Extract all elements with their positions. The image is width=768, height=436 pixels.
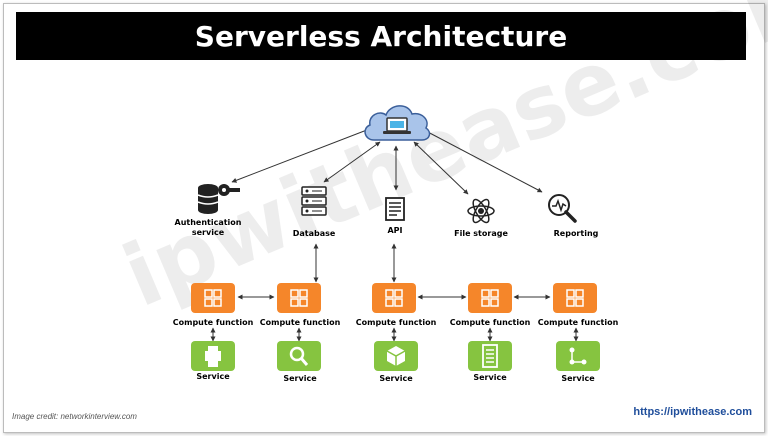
resource-label-authentication: Authentication service <box>174 218 242 237</box>
service-label-2: Service <box>283 374 317 383</box>
site-link[interactable]: https://ipwithease.com <box>633 406 752 418</box>
magnifier-chart-icon <box>548 194 577 223</box>
link-cloud-reporting <box>423 129 543 193</box>
grid-icon <box>566 289 584 307</box>
compute-function-4 <box>468 283 512 313</box>
grid-icon <box>204 289 222 307</box>
atom-icon <box>467 198 495 224</box>
compute-function-2 <box>277 283 321 313</box>
service-label-1: Service <box>196 372 230 381</box>
compute-function-label-5: Compute function <box>537 318 619 327</box>
flow-icon <box>569 347 587 365</box>
service-3 <box>374 341 418 371</box>
compute-function-label-4: Compute function <box>449 318 531 327</box>
link-cloud-auth <box>231 127 373 183</box>
compute-function-label-1: Compute function <box>172 318 254 327</box>
list-icon <box>482 344 498 368</box>
resource-label-file-storage: File storage <box>454 229 508 238</box>
service-4 <box>468 341 512 371</box>
package-icon <box>386 346 406 366</box>
database-key-icon <box>197 184 240 214</box>
link-cloud-database <box>323 141 381 183</box>
link-cloud-storage <box>413 141 469 195</box>
grid-icon <box>290 289 308 307</box>
service-2 <box>277 341 321 371</box>
printer-icon <box>205 346 221 367</box>
laptop-cloud-icon <box>364 105 431 141</box>
service-label-4: Service <box>473 373 507 382</box>
compute-function-label-3: Compute function <box>355 318 437 327</box>
page-title: Serverless Architecture <box>16 12 746 60</box>
document-icon <box>385 197 405 221</box>
compute-function-5 <box>553 283 597 313</box>
service-label-5: Service <box>561 374 595 383</box>
compute-function-1 <box>191 283 235 313</box>
compute-function-3 <box>372 283 416 313</box>
resource-label-api: API <box>387 226 403 235</box>
resource-label-database: Database <box>292 229 336 238</box>
server-stack-icon <box>301 186 327 216</box>
service-label-3: Service <box>379 374 413 383</box>
search-icon <box>289 346 309 366</box>
image-credit: Image credit: networkinterview.com <box>12 412 137 421</box>
service-1 <box>191 341 235 371</box>
resource-label-reporting: Reporting <box>553 229 599 238</box>
grid-icon <box>481 289 499 307</box>
grid-icon <box>385 289 403 307</box>
compute-function-label-2: Compute function <box>259 318 341 327</box>
service-5 <box>556 341 600 371</box>
